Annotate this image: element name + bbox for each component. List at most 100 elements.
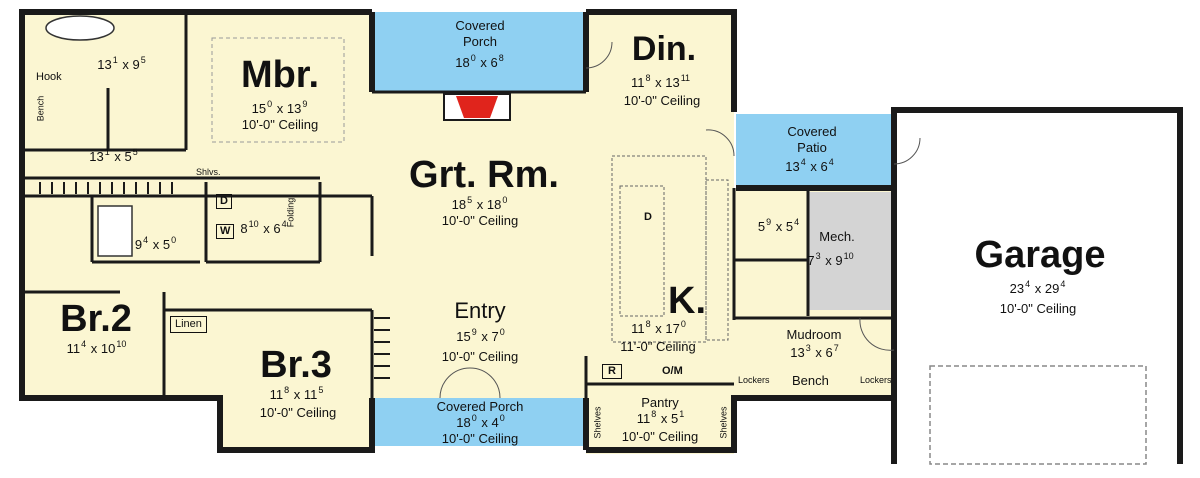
mech-sup-a: 3 [815,251,821,261]
back-porch-fill [372,12,586,92]
bench-label: Bench [792,373,829,388]
porch-back-dims: 180 x 68 [455,53,504,70]
master-bath-dim-a: 13 [97,57,112,72]
grt-dim-b: 18 [486,197,502,212]
laundry-dim-b: 6 [273,221,281,236]
mech-name: Mech. [819,229,855,244]
tub [45,15,115,41]
porch-back-dim-a: 18 [455,55,470,70]
kitchen-dim-b: 17 [665,321,680,336]
bath2-sup-b: 0 [171,235,177,245]
br2-dim-b: 10 [100,341,116,356]
br3-name: Br.3 [260,344,332,386]
porch-front-name: Covered Porch [436,399,524,414]
mbr-sup-a: 0 [267,99,273,109]
kitchen-dim-a: 11 [631,321,645,336]
patio-sup-b: 4 [828,157,834,167]
porch-front-sup-a: 0 [471,413,477,423]
grt-name: Grt. Rm. [409,154,559,196]
bench-vertical-label: Bench [35,95,46,122]
shelves-label: Shlvs. [196,167,221,177]
porch-back-name: Covered Porch [455,18,505,49]
exterior-walls [19,9,1183,464]
patio-sup-a: 4 [800,157,806,167]
kitchen-ceiling: 11'-0" Ceiling [620,339,696,354]
half-bath-dim-b: 5 [785,219,794,234]
br2-dim-a: 11 [66,341,81,356]
pantry-ceiling: 10'-0" Ceiling [621,429,699,444]
pantry-name: Pantry [641,395,679,410]
patio-name: Covered Patio [787,124,837,155]
br3-dim-b: 11 [303,387,318,402]
closet-rods [39,182,390,379]
din-dims: 118 x 1311 [630,73,691,90]
garage-sup-b: 4 [1060,279,1066,289]
kitchen-dims: 118 x 170 [631,319,686,336]
mudroom-dim-a: 13 [790,345,805,360]
kitchen-sup-a: 8 [645,319,651,329]
master-bath-dims: 131 x 95 [97,55,146,72]
garage-door [929,365,1147,465]
laundry-sup-b: 4 [281,219,287,229]
lockers-right-label: Lockers [860,375,892,385]
front-porch-fill [372,398,586,446]
din-name: Din. [631,30,697,68]
grt-sup-b: 0 [502,195,508,205]
din-sup-b: 11 [680,73,691,83]
shelves-right-label: Shelves [718,406,729,439]
br3-sup-a: 8 [284,385,290,395]
dining-floor [586,12,734,92]
washer-label: W [216,224,235,239]
entry-dim-b: 7 [491,329,499,344]
br3-dim-a: 11 [269,387,284,402]
patio-fill [736,114,894,188]
porch-front-sup-b: 0 [499,413,505,423]
grt-dims: 185 x 180 [451,195,508,212]
oven-label: O/M [662,365,683,377]
closet-sup-b: 5 [132,147,138,157]
din-dim-a: 11 [630,75,645,90]
bath2-dims: 94 x 50 [134,235,177,252]
laundry-sup-a: 10 [248,219,259,229]
porch-back-sup-b: 8 [498,53,504,63]
closet-sup-a: 1 [104,147,110,157]
porch-front-dim-a: 18 [456,415,471,430]
br3-dims: 118 x 115 [269,385,324,402]
garage-dim-a: 23 [1009,281,1025,296]
half-bath-sup-b: 4 [794,217,800,227]
garage-ceiling: 10'-0" Ceiling [999,301,1077,316]
linen-label: Linen [170,316,207,333]
mudroom-name: Mudroom [786,327,842,342]
din-ceiling: 10'-0" Ceiling [623,93,701,108]
pantry-floor [586,384,734,454]
mudroom-dim-b: 6 [825,345,833,360]
mbr-name: Mbr. [240,54,320,96]
master-bath-dim-b: 9 [132,57,140,72]
grt-sup-a: 5 [467,195,473,205]
half-bath-dims: 59 x 54 [757,217,800,234]
lockers-left-label: Lockers [738,375,770,385]
dryer-label: D [216,194,232,209]
mech-dim-a: 7 [807,253,815,268]
patio-dim-b: 6 [820,159,828,174]
mech-sup-b: 10 [843,251,854,261]
br2-sup-a: 4 [81,339,87,349]
half-bath-sup-a: 9 [766,217,772,227]
din-dim-b: 13 [665,75,680,90]
closet-dim-a: 13 [89,149,104,164]
refrigerator-label: R [602,364,622,379]
entry-sup-b: 0 [499,327,505,337]
grt-dim-a: 18 [451,197,467,212]
bath2-dim-a: 9 [134,237,143,252]
br3-ceiling: 10'-0" Ceiling [259,405,337,420]
bath2-dim-b: 5 [162,237,171,252]
porch-front-ceiling: 10'-0" Ceiling [441,431,519,446]
laundry-dims: 810 x 64 [240,219,287,236]
porch-front-dim-b: 4 [491,415,499,430]
hook-label: Hook [36,71,62,83]
entry-ceiling: 10'-0" Ceiling [441,349,519,364]
fireplace [456,96,498,118]
mudroom-sup-b: 7 [833,343,839,353]
porch-back-sup-a: 0 [470,53,476,63]
